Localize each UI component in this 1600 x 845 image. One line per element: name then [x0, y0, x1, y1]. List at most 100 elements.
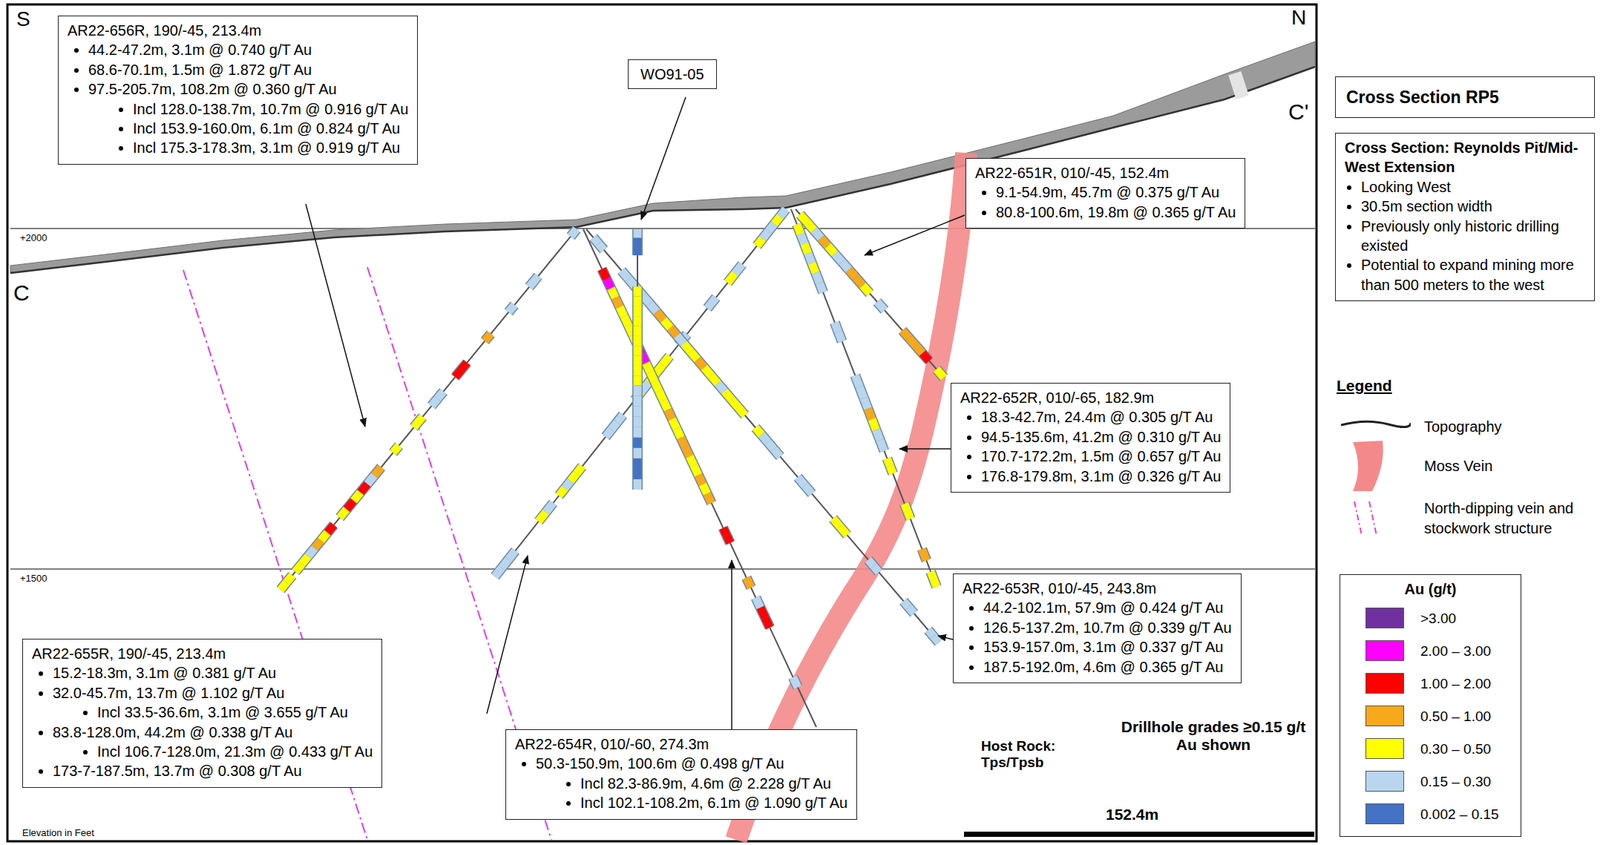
grade-interval — [728, 273, 736, 283]
grade-interval — [828, 245, 835, 254]
grade-interval — [617, 414, 624, 423]
grade-interval — [633, 417, 642, 428]
grade-interval — [650, 303, 658, 312]
box-bullet: 50.3-150.9m, 100.6m @ 0.498 g/T Au — [535, 753, 848, 774]
box-bullet: 18.3-42.7m, 24.4m @ 0.305 g/T Au — [981, 407, 1221, 427]
grade-interval — [621, 270, 630, 280]
legend-swatch — [1365, 705, 1405, 727]
interval-outline — [797, 224, 824, 293]
grade-interval — [814, 230, 821, 239]
grade-interval — [314, 541, 322, 550]
grade-interval — [765, 617, 770, 628]
grade-interval — [797, 224, 801, 234]
grade-interval — [877, 302, 885, 311]
grade-interval — [886, 458, 890, 467]
grade-interval — [746, 578, 752, 588]
callout-box: AR22-653R, 010/-45, 243.8m44.2-102.1m, 5… — [952, 573, 1242, 684]
grade-interval — [863, 285, 870, 294]
grade-interval — [697, 359, 705, 369]
grade-interval — [726, 535, 731, 544]
legend-text: Topography — [1424, 418, 1503, 436]
legend-row: 1.00 – 2.00 — [1349, 667, 1512, 700]
interval-outline — [833, 518, 848, 536]
grade-interval — [307, 548, 315, 557]
grade-interval — [811, 263, 816, 274]
legend-text: Moss Vein — [1424, 457, 1493, 475]
grade-interval — [676, 428, 682, 438]
text-label: Legend — [1336, 376, 1393, 395]
callout-box: AR22-655R, 190/-45, 213.4m15.2-18.3m, 3.… — [22, 638, 383, 789]
grade-interval — [902, 330, 910, 338]
structure-sample — [1354, 501, 1362, 536]
text-label: Host Rock: Tps/Tpsb — [981, 738, 1085, 772]
grade-interval — [930, 572, 934, 580]
grade-interval — [431, 398, 438, 406]
box-bullet: 126.5-137.2m, 10.7m @ 0.339 g/T Au — [983, 618, 1232, 638]
interval-outline — [570, 229, 577, 237]
grade-interval — [698, 474, 703, 485]
box-bullet: 30.5m section width — [1361, 196, 1586, 216]
interval-outline — [538, 503, 554, 522]
text-label: N — [1291, 5, 1307, 30]
grade-interval — [873, 566, 879, 573]
text-label: Drillhole grades ≥0.15 g/t Au shown — [1113, 718, 1314, 754]
interval-outline — [728, 264, 743, 283]
legend-swatch — [1365, 607, 1405, 629]
interval-outline — [904, 503, 911, 519]
interval-outline — [632, 385, 643, 490]
grade-interval — [650, 372, 655, 383]
grade-interval — [690, 351, 698, 360]
grade-interval — [570, 229, 577, 237]
grade-interval — [633, 479, 642, 490]
box-bullet: 15.2-18.3m, 3.1m @ 0.381 g/T Au — [52, 663, 373, 683]
interval-outline — [928, 630, 939, 643]
box-bullet: 176.8-179.8m, 3.1m @ 0.326 g/T Au — [981, 466, 1221, 487]
box-bullet: Incl 33.5-36.6m, 3.1m @ 3.655 g/T Au — [97, 702, 373, 723]
legend-row: >3.00 — [1349, 601, 1512, 635]
grade-interval — [768, 224, 775, 232]
box-heading: Cross Section RP5 — [1346, 86, 1584, 109]
grade-interval — [707, 493, 712, 504]
grade-interval — [680, 437, 685, 448]
grade-interval — [353, 492, 360, 501]
grade-interval — [633, 458, 642, 470]
grade-interval — [663, 400, 668, 411]
interval-outline — [605, 414, 624, 438]
box-bullet: Incl 128.0-138.7m, 10.7m @ 0.916 g/T Au — [132, 99, 409, 119]
grade-interval — [724, 391, 731, 400]
grade-interval — [875, 429, 880, 441]
interval-outline — [886, 458, 893, 474]
legend-swatch — [1365, 803, 1405, 825]
box-bullet: 153.9-157.0m, 3.1m @ 0.337 g/T Au — [983, 637, 1232, 657]
interval-outline — [558, 466, 582, 497]
interval-outline — [746, 578, 752, 588]
drillhole-trace — [494, 209, 786, 577]
grade-interval — [321, 532, 329, 542]
drillhole-trace — [280, 229, 577, 590]
interval-outline — [793, 677, 798, 688]
grade-interval — [928, 630, 934, 636]
grade-interval — [642, 295, 651, 304]
grade-interval — [667, 409, 673, 420]
grade-interval — [779, 209, 786, 217]
grade-interval — [800, 233, 805, 244]
structure-sample — [1369, 501, 1377, 536]
grade-interval — [606, 279, 611, 289]
grade-interval — [633, 427, 642, 438]
grade-interval — [645, 362, 651, 373]
box-bullet: 44.2-102.1m, 57.9m @ 0.424 g/T Au — [983, 598, 1232, 618]
grade-interval — [280, 582, 287, 590]
grade-interval — [840, 526, 848, 536]
grade-interval — [904, 503, 908, 512]
box-bullet: 173-7-187.5m, 13.7m @ 0.308 g/T Au — [52, 761, 373, 781]
legend-row: 0.15 – 0.30 — [1349, 765, 1512, 798]
grade-interval — [633, 316, 642, 326]
box-bullet: 170.7-172.2m, 1.5m @ 0.657 g/T Au — [981, 446, 1221, 467]
grade-interval — [762, 231, 769, 239]
grade-interval — [774, 216, 780, 225]
grade-interval — [619, 307, 625, 317]
grade-interval — [755, 598, 760, 608]
interval-outline — [863, 398, 884, 452]
legend-sample — [1336, 406, 1411, 447]
box-bullet: 9.1-54.9m, 45.7m @ 0.375 g/T Au — [995, 182, 1236, 202]
